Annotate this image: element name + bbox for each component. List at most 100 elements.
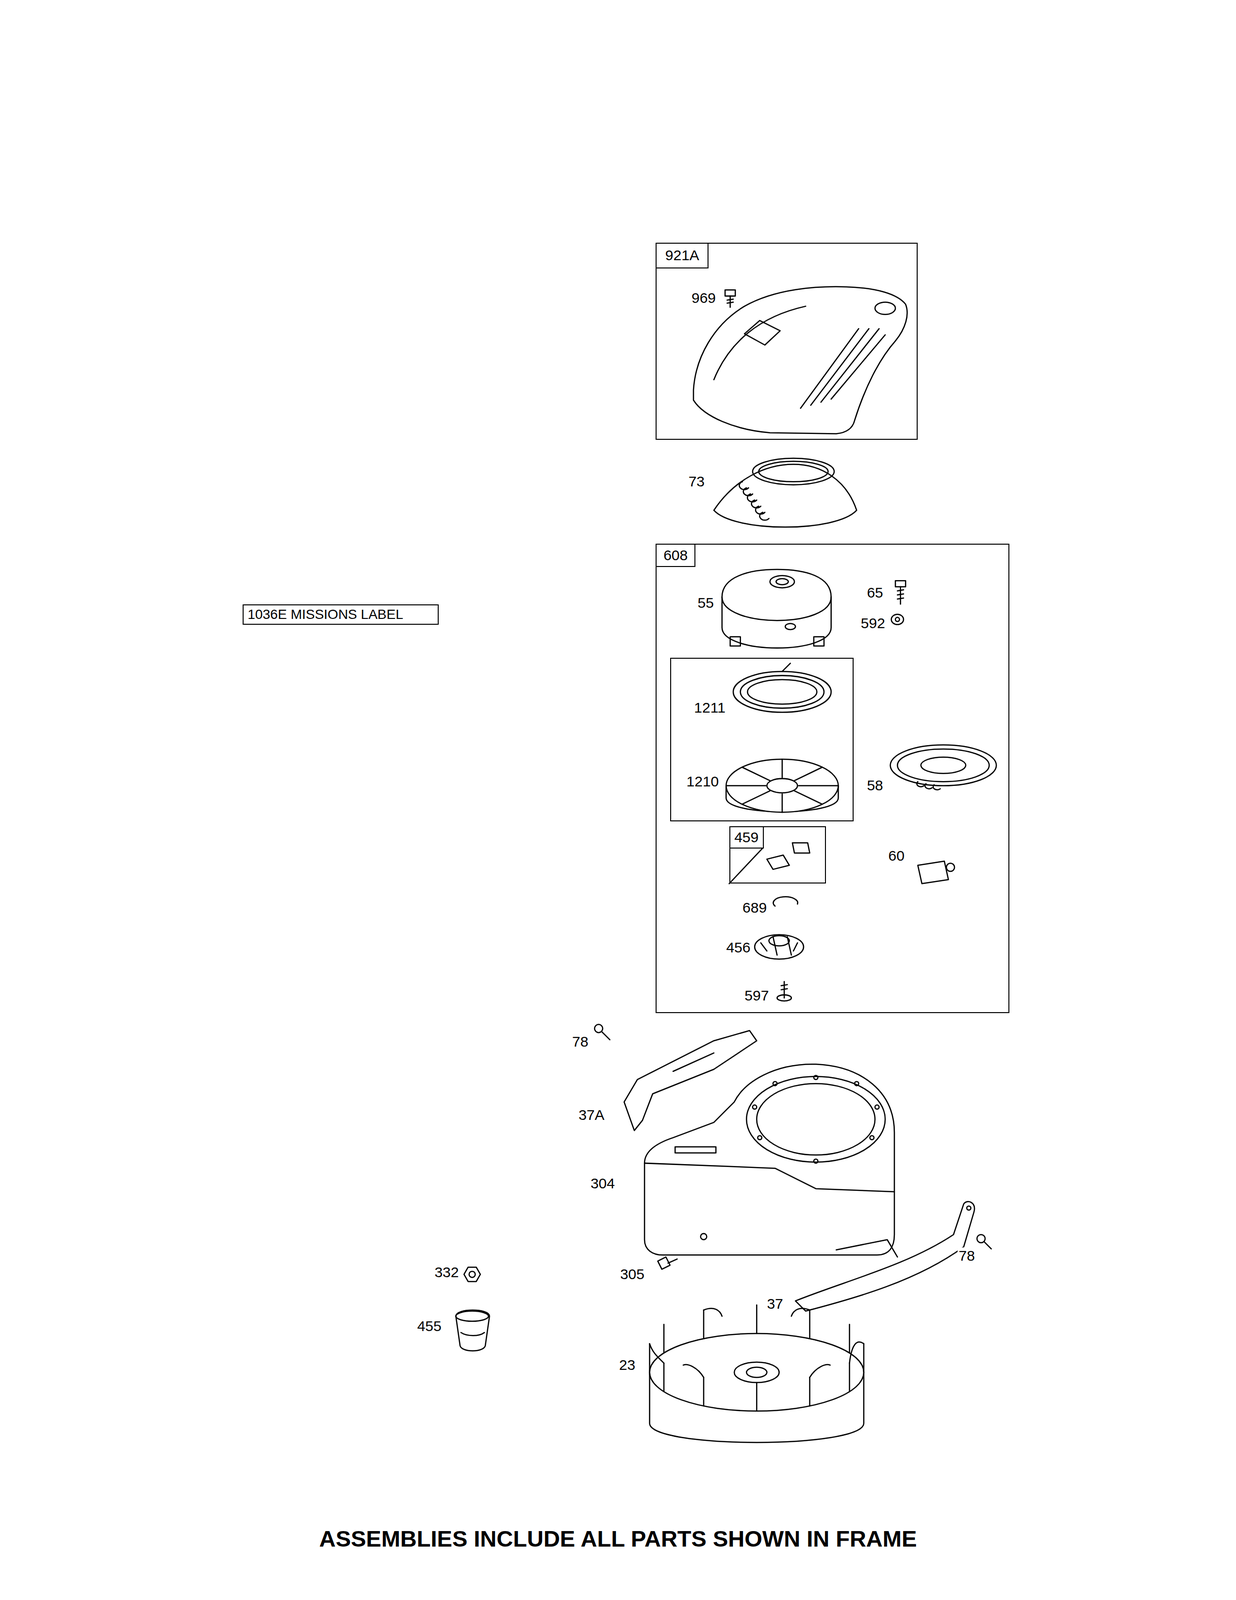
subassembly-frame: 12111210 <box>670 657 854 821</box>
blower-housing <box>644 1063 895 1255</box>
retaining-ring <box>773 896 798 906</box>
screw <box>594 1023 610 1040</box>
blower-housing <box>854 1081 859 1086</box>
frame-tag: 921A <box>656 243 709 268</box>
air-guide-disc <box>739 481 769 520</box>
caption: ASSEMBLIES INCLUDE ALL PARTS SHOWN IN FR… <box>319 1525 918 1551</box>
flywheel-nut-cap <box>455 1310 489 1321</box>
blower-housing <box>757 1135 762 1139</box>
bolt <box>667 1258 677 1263</box>
starter-handle <box>917 860 955 884</box>
starter-housing <box>775 578 789 585</box>
frame-tag: 459 <box>730 826 764 849</box>
callout-number: 305 <box>619 1265 646 1283</box>
bolt <box>895 580 906 587</box>
screw <box>776 994 792 1001</box>
blower-housing <box>752 1104 757 1109</box>
rewind-spring <box>747 679 817 704</box>
nut <box>463 1266 481 1281</box>
callout-number: 689 <box>741 899 768 917</box>
callout-number: 455 <box>416 1317 443 1335</box>
starter-pulley <box>725 758 839 812</box>
flywheel <box>734 1361 779 1383</box>
starter-rope <box>916 781 940 790</box>
retainer <box>754 934 804 959</box>
assembly-number: 459 <box>734 828 759 846</box>
starter-housing <box>730 636 741 646</box>
blower-housing <box>870 1135 874 1139</box>
air-guide-disc <box>758 461 829 482</box>
screw <box>976 1234 991 1249</box>
callout-number: 78 <box>571 1032 590 1050</box>
assembly-number: 608 <box>663 546 688 564</box>
459-frame-diagonal <box>729 847 763 884</box>
blower-housing <box>773 1081 777 1086</box>
blower-housing <box>813 1158 818 1163</box>
bolt <box>897 586 904 605</box>
starter-housing <box>813 636 824 646</box>
screw <box>726 296 734 308</box>
air-guide-disc <box>713 458 857 528</box>
459-frame-diagonal <box>729 847 763 884</box>
label-text: 1036E MISSIONS LABEL <box>247 606 404 623</box>
callout-number: 23 <box>618 1356 637 1374</box>
rewind-spring <box>782 662 791 672</box>
nut <box>891 614 904 625</box>
starter-housing <box>785 623 796 630</box>
retainer <box>760 936 798 956</box>
callout-number: 37A <box>577 1106 606 1124</box>
nut <box>463 1266 481 1281</box>
starter-rope <box>890 744 997 790</box>
flywheel <box>746 1366 767 1377</box>
blower-cover <box>874 301 896 314</box>
blower-cover <box>693 286 907 434</box>
air-vane-bracket <box>836 1239 898 1257</box>
flywheel <box>649 1307 864 1377</box>
nut <box>891 614 904 625</box>
screw <box>725 289 736 308</box>
screw <box>725 289 736 297</box>
assembly-number: 921A <box>665 247 700 264</box>
starter-housing <box>770 575 795 588</box>
blower-housing <box>675 1146 716 1154</box>
blower-housing <box>756 1083 875 1155</box>
caption-row: ASSEMBLIES INCLUDE ALL PARTS SHOWN IN FR… <box>0 1525 1236 1552</box>
blower-housing <box>874 1104 879 1109</box>
flywheel <box>649 1304 864 1442</box>
starter-dogs <box>766 842 810 870</box>
blower-cover <box>800 328 886 409</box>
air-guide-disc <box>752 458 835 485</box>
blower-cover <box>744 320 781 345</box>
starter-housing <box>722 569 832 648</box>
assembly-frame: 12111210 459 608 <box>655 543 1010 1013</box>
callout-number: 78 <box>957 1247 976 1265</box>
callout-number: 73 <box>687 473 706 491</box>
blower-housing <box>644 1162 895 1192</box>
label-box-body: 1036E MISSIONS LABEL <box>243 605 438 624</box>
air-guide-disc <box>713 464 857 528</box>
blower-cover <box>693 286 907 434</box>
callout-number: 597 <box>743 987 770 1005</box>
blower-cover <box>713 306 806 380</box>
callout-number: 1210 <box>685 772 721 790</box>
air-vane-bracket <box>966 1205 971 1210</box>
flywheel <box>649 1304 864 1411</box>
blower-housing <box>700 1233 708 1240</box>
flywheel-nut-cap <box>455 1309 490 1351</box>
starter-pulley <box>725 758 839 812</box>
retaining-ring <box>773 896 798 906</box>
air-vane-bracket <box>673 1052 714 1072</box>
callout-number: 55 <box>696 594 715 612</box>
blower-housing <box>813 1074 818 1079</box>
label-box: 1036E MISSIONS LABEL <box>242 604 439 625</box>
starter-dogs <box>792 842 810 853</box>
blower-housing <box>746 1076 886 1163</box>
starter-handle <box>946 862 955 872</box>
air-vane-bracket <box>795 1201 975 1311</box>
screw <box>984 1241 992 1249</box>
frame-tag: 608 <box>656 544 696 567</box>
callout-number: 60 <box>887 847 906 865</box>
callout-number: 332 <box>433 1263 460 1281</box>
callout-number: 304 <box>589 1174 616 1192</box>
